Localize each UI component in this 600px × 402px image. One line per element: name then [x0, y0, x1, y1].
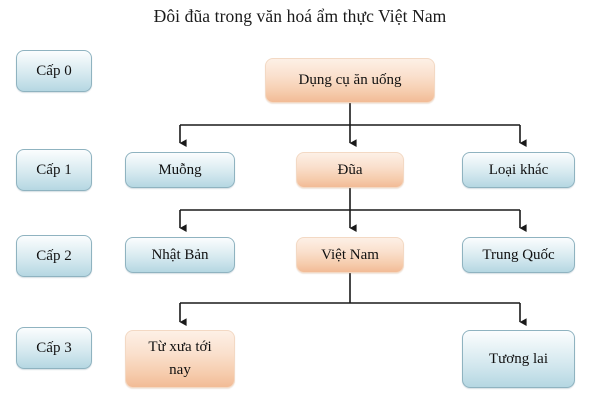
node-l3-right[interactable]: Tương lai	[462, 330, 575, 388]
node-l1-left[interactable]: Muỗng	[125, 152, 235, 188]
node-l2-left[interactable]: Nhật Bản	[125, 237, 235, 273]
node-root[interactable]: Dụng cụ ăn uống	[265, 58, 435, 103]
node-l1-right[interactable]: Loại khác	[462, 152, 575, 188]
page-title: Đôi đũa trong văn hoá ẩm thực Việt Nam	[153, 6, 447, 26]
node-l3-left-line2: nay	[169, 362, 191, 378]
level-label-0: Cấp 0	[16, 50, 92, 92]
node-l3-left-line1: Từ xưa tới	[148, 338, 212, 355]
node-l1-center[interactable]: Đũa	[296, 152, 404, 188]
level-label-1: Cấp 1	[16, 149, 92, 191]
node-l3-left[interactable]: Từ xưa tới nay	[125, 330, 235, 388]
level-label-2: Cấp 2	[16, 235, 92, 277]
node-l2-right[interactable]: Trung Quốc	[462, 237, 575, 273]
level-label-3: Cấp 3	[16, 327, 92, 369]
node-l2-center[interactable]: Việt Nam	[296, 237, 404, 273]
